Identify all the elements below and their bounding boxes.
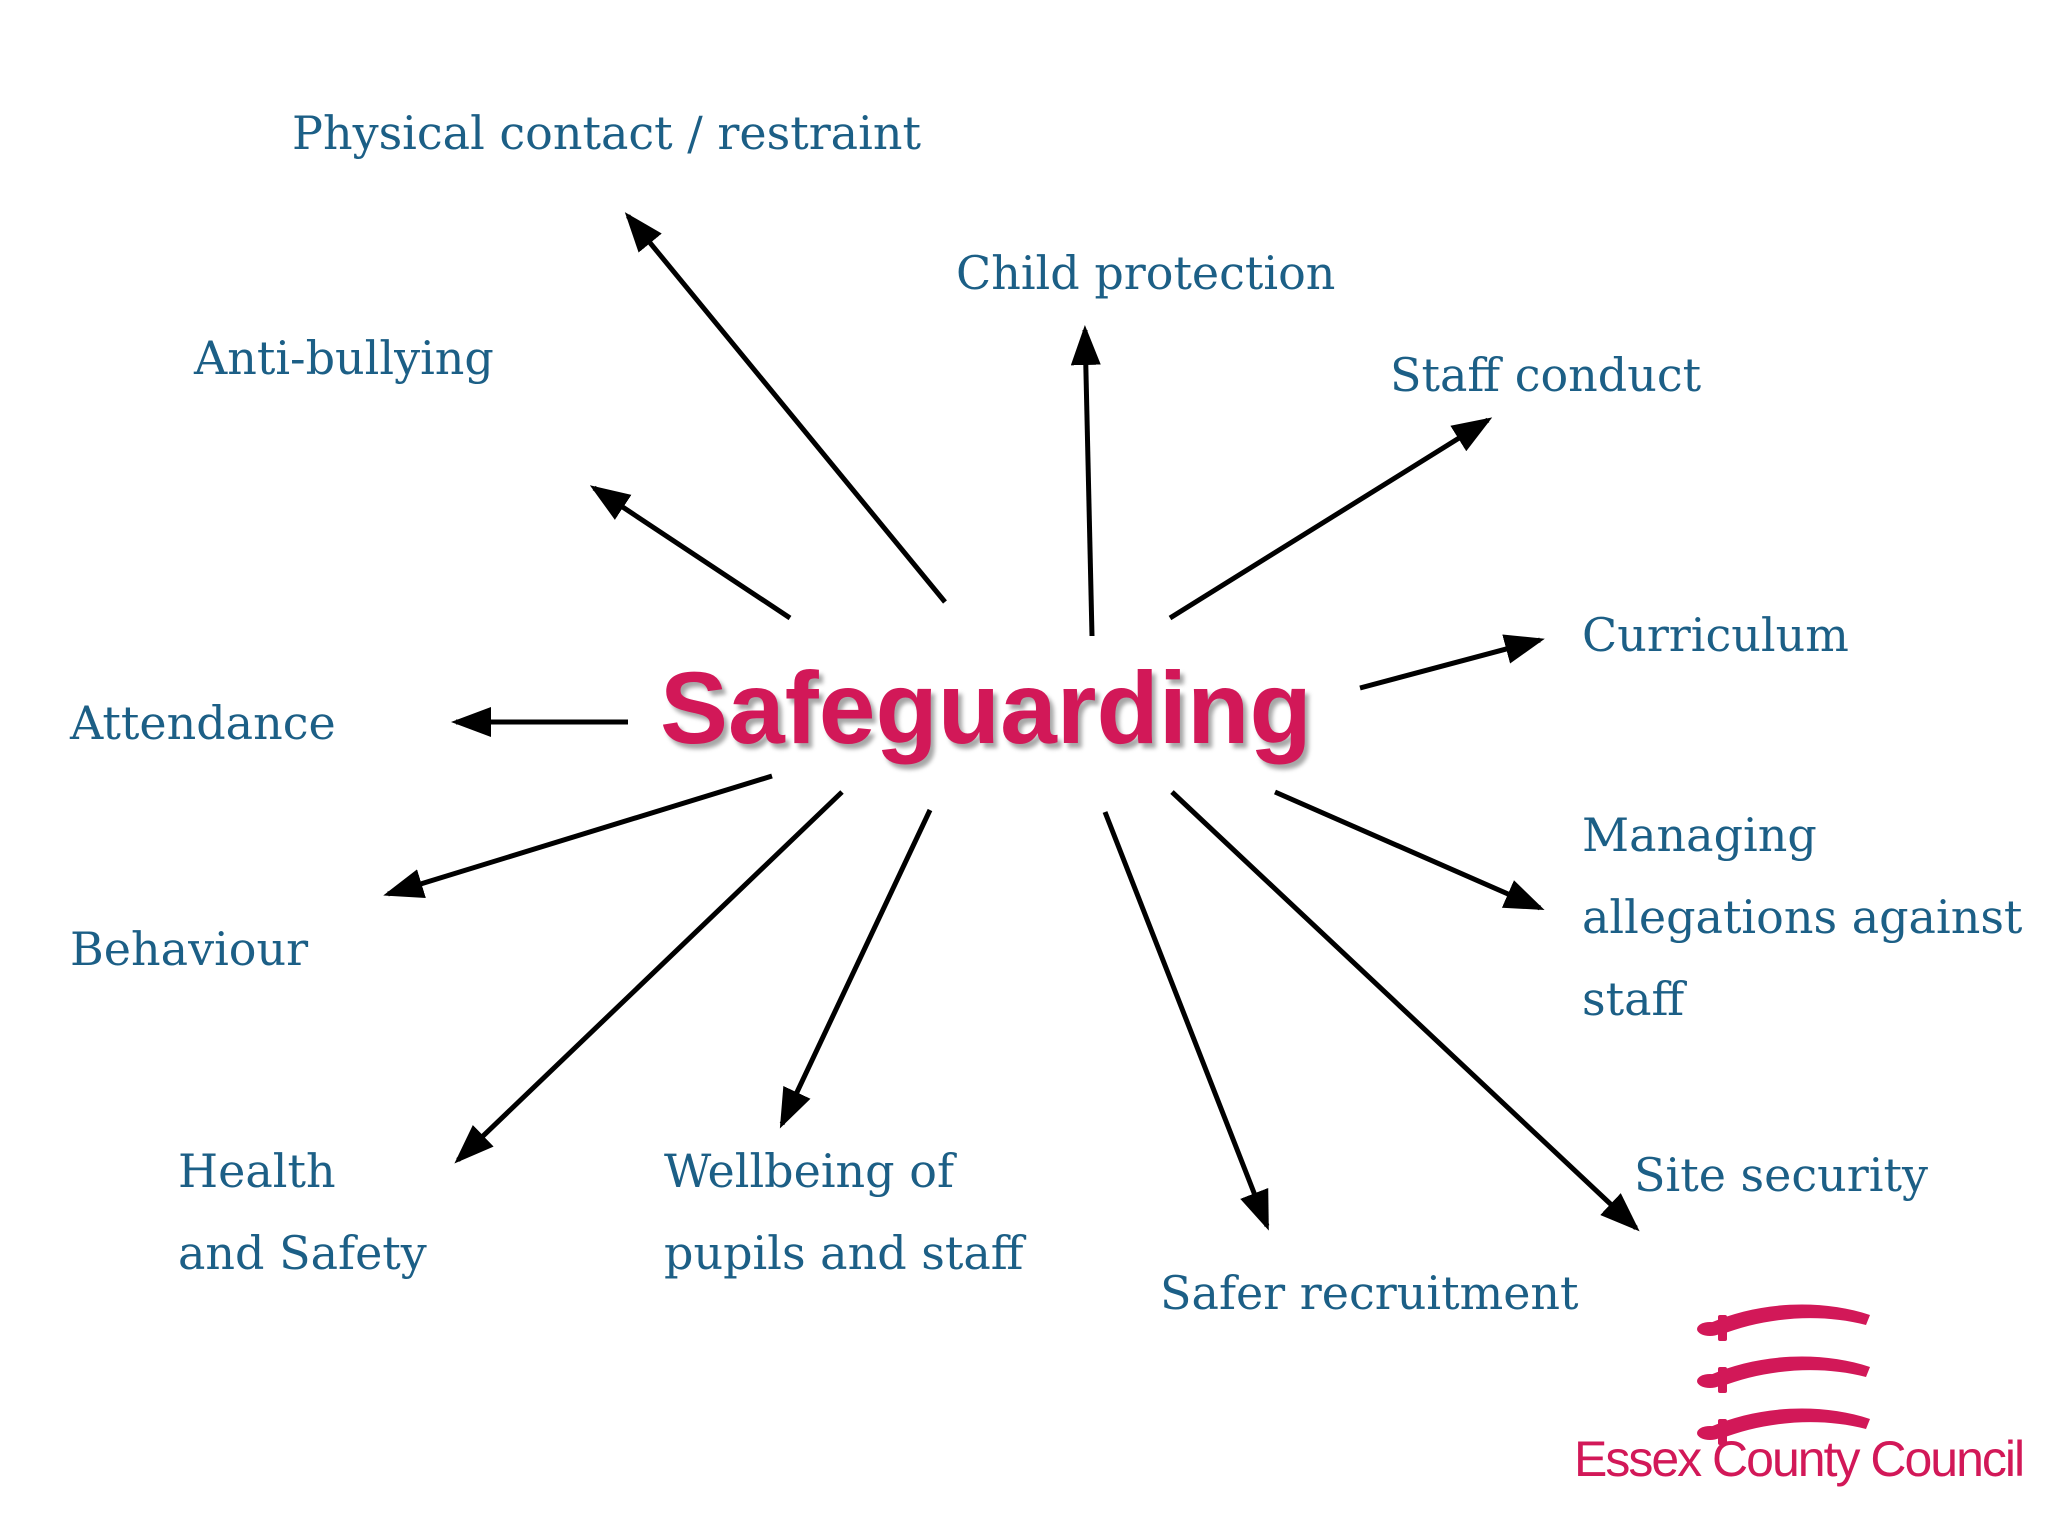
topic-attendance: Attendance [70, 682, 336, 764]
arrow-physical-contact [624, 212, 947, 604]
topic-staff-conduct: Staff conduct [1390, 334, 1701, 416]
arrow-health-safety [454, 790, 844, 1164]
arrow-wellbeing [779, 808, 933, 1129]
topic-safer-recruitment-line: Safer recruitment [1160, 1266, 1579, 1320]
arrow-curriculum [1359, 634, 1545, 691]
arrow-safer-recruitment [1102, 811, 1270, 1231]
topic-wellbeing: Wellbeing of pupils and staff [664, 1130, 1024, 1294]
topic-anti-bullying-line: Anti-bullying [194, 331, 494, 385]
three-seaxes-icon [1697, 1304, 1870, 1445]
topic-managing-allegations: Managing allegations against staff [1582, 794, 2022, 1040]
topic-child-protection-line: Child protection [956, 246, 1336, 300]
topic-health-safety: Health and Safety [178, 1130, 427, 1294]
arrow-managing-allegations [1273, 789, 1545, 911]
logo-text: Essex County Council [1574, 1431, 2025, 1487]
topic-safer-recruitment: Safer recruitment [1160, 1252, 1579, 1334]
topic-curriculum: Curriculum [1582, 594, 1849, 676]
arrow-staff-conduct [1168, 417, 1493, 621]
topic-behaviour-line: Behaviour [70, 922, 309, 976]
topic-physical-contact: Physical contact / restraint [292, 92, 921, 174]
topic-attendance-line: Attendance [70, 696, 336, 750]
topic-site-security-line: Site security [1634, 1148, 1928, 1202]
topic-site-security: Site security [1634, 1134, 1928, 1216]
topic-health-safety-line-1: Health [178, 1144, 336, 1198]
topic-physical-contact-line: Physical contact / restraint [292, 106, 921, 160]
topic-managing-allegations-line-3: staff [1582, 972, 1685, 1026]
topic-anti-bullying: Anti-bullying [194, 317, 494, 399]
topic-staff-conduct-line: Staff conduct [1390, 348, 1702, 402]
topic-child-protection: Child protection [956, 232, 1335, 314]
topic-health-safety-line-2: and Safety [178, 1226, 427, 1280]
topic-wellbeing-line-1: Wellbeing of [664, 1144, 954, 1198]
topic-behaviour: Behaviour [70, 908, 308, 990]
arrow-anti-bullying [589, 485, 792, 621]
diagram-title: Safeguarding [660, 651, 1312, 765]
topic-managing-allegations-line-1: Managing [1582, 808, 1817, 862]
topic-curriculum-line: Curriculum [1582, 608, 1849, 662]
arrow-site-security [1170, 790, 1640, 1232]
topic-managing-allegations-line-2: allegations against [1582, 890, 2023, 944]
arrow-behaviour [383, 773, 773, 899]
arrow-child-protection [1070, 325, 1101, 637]
topic-wellbeing-line-2: pupils and staff [664, 1226, 1024, 1280]
